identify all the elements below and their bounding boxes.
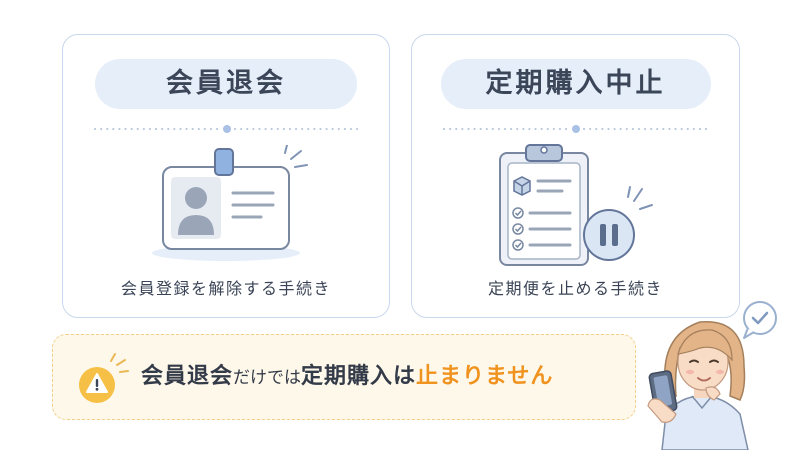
- clipboard-pause-icon: [496, 141, 656, 275]
- notice-banner: 会員退会だけでは定期購入は止まりません: [52, 334, 636, 420]
- warning-icon: [75, 351, 131, 411]
- woman-with-phone-illustration: [640, 296, 780, 450]
- membership-withdrawal-card: 会員退会 会員登録を解除する手続き: [62, 34, 390, 318]
- dotted-divider: [93, 125, 360, 133]
- card-subtitle-withdrawal: 会員登録を解除する手続き: [120, 279, 331, 298]
- notice-message: 会員退会だけでは定期購入は止まりません: [141, 335, 553, 419]
- notice-part-does-not-stop: 止まりません: [416, 364, 554, 389]
- notice-part-subscription: 定期購入は: [301, 364, 417, 389]
- dotted-divider: [442, 125, 710, 133]
- notice-part-withdrawal: 会員退会: [141, 364, 234, 389]
- notice-part-only: だけでは: [233, 368, 302, 388]
- card-title-subscription-stop: 定期購入中止: [440, 59, 711, 109]
- card-title-withdrawal: 会員退会: [95, 59, 357, 109]
- id-card-icon: [151, 144, 311, 269]
- subscription-stop-card: 定期購入中止: [411, 34, 740, 318]
- card-subtitle-subscription-stop: 定期便を止める手続き: [487, 279, 663, 298]
